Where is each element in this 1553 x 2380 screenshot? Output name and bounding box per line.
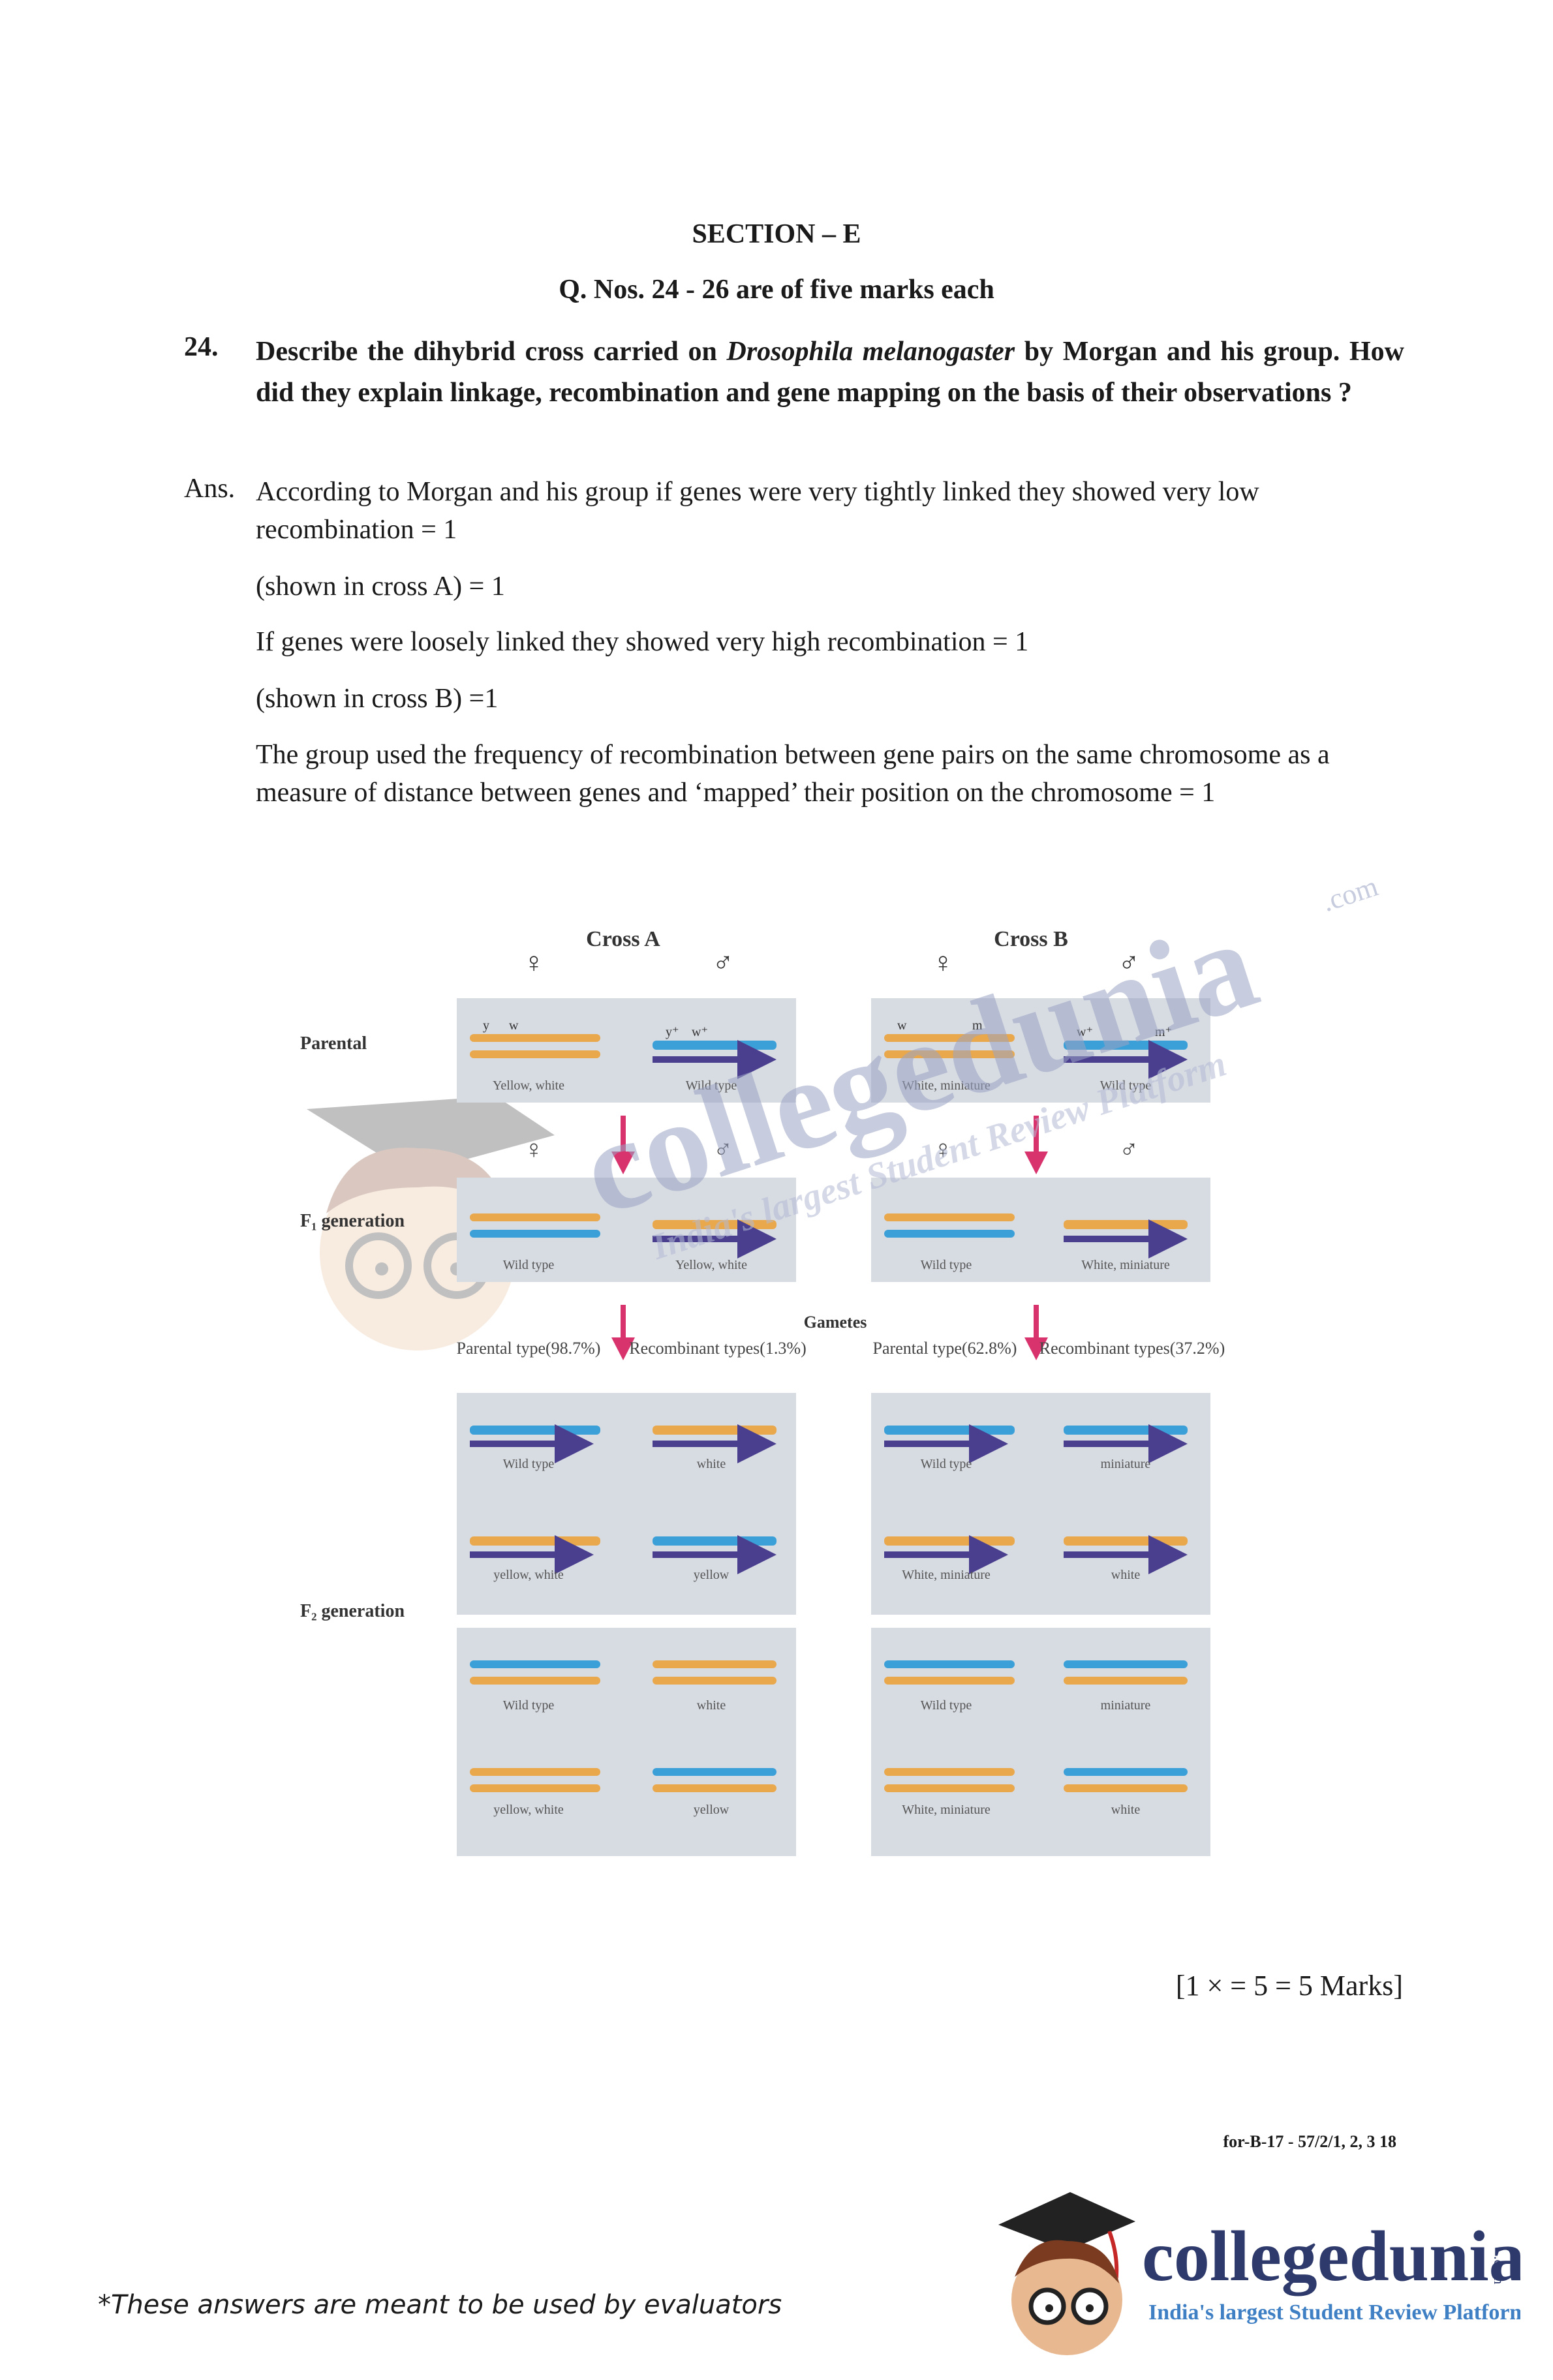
- question-note: Q. Nos. 24 - 26 are of five marks each: [559, 275, 994, 305]
- question-text: Describe the dihybrid cross carried on D…: [256, 331, 1404, 414]
- caption: Wild type: [1100, 1078, 1152, 1093]
- female-symbol: ♀: [932, 947, 954, 979]
- caption: Wild type: [503, 1258, 555, 1272]
- male-symbol: ♂: [713, 947, 734, 979]
- caption: Wild type: [921, 1698, 972, 1713]
- male-symbol: ♂: [1118, 947, 1140, 979]
- caption: Wild type: [503, 1698, 555, 1713]
- row-label-parental: Parental: [300, 1033, 367, 1054]
- marks-note: [1 × = 5 = 5 Marks]: [1175, 1970, 1403, 2002]
- caption: White, miniature: [902, 1803, 991, 1817]
- caption: white: [697, 1457, 726, 1471]
- caption: miniature: [1101, 1698, 1151, 1713]
- caption: Wild type: [503, 1457, 555, 1471]
- footnote: *These answers are meant to be used by e…: [98, 2290, 782, 2320]
- question-text-part1: Describe the dihybrid cross carried on: [256, 337, 727, 367]
- answer-paragraph: According to Morgan and his group if gen…: [256, 477, 1259, 545]
- svg-text:w: w: [509, 1018, 519, 1033]
- svg-text:y: y: [483, 1018, 489, 1033]
- collegedunia-logo: collegedunia .com India's largest Studen…: [998, 2192, 1520, 2355]
- answer-paragraph: (shown in cross B) =1: [256, 684, 499, 714]
- female-symbol: ♀: [524, 1135, 544, 1164]
- row-label-f2: F₂ generation: [300, 1601, 405, 1621]
- answer-paragraph: (shown in cross A) = 1: [256, 572, 505, 602]
- question-text-part2: by Morgan and his group. How did they ex…: [256, 337, 1404, 408]
- answer-paragraph: If genes were loosely linked they showed…: [256, 627, 1029, 657]
- caption: Wild type: [921, 1457, 972, 1471]
- cross-b-parental-type: Parental type(62.8%): [873, 1339, 1017, 1358]
- male-symbol: ♂: [1119, 1135, 1139, 1164]
- caption: White, miniature: [902, 1568, 991, 1582]
- svg-text:m: m: [972, 1018, 983, 1033]
- caption: White, miniature: [1081, 1258, 1170, 1272]
- logo-tagline: India's largest Student Review Platform: [1148, 2300, 1520, 2325]
- answer-label: Ans.: [184, 474, 236, 504]
- row-label-f1: F₁ generation: [300, 1211, 405, 1231]
- arrows-pink: [611, 1116, 1048, 1360]
- collegedunia-watermark: collegedunia .com India's largest Studen…: [566, 870, 1382, 1268]
- caption: white: [1111, 1568, 1141, 1582]
- female-symbol: ♀: [933, 1135, 953, 1164]
- watermark-com: .com: [1318, 870, 1382, 918]
- male-symbol: ♂: [713, 1135, 733, 1164]
- female-symbol: ♀: [523, 947, 545, 979]
- caption: white: [697, 1698, 726, 1713]
- caption: yellow, white: [493, 1568, 564, 1582]
- caption: White, miniature: [902, 1078, 991, 1093]
- svg-text:w: w: [897, 1018, 907, 1033]
- svg-text:w⁺: w⁺: [1077, 1025, 1093, 1039]
- logo-brand: collegedunia: [1142, 2216, 1520, 2296]
- section-title: SECTION – E: [692, 219, 861, 249]
- graduation-cap-icon: [998, 2192, 1135, 2251]
- caption: Wild type: [686, 1078, 737, 1093]
- caption: yellow: [694, 1568, 730, 1582]
- caption: yellow: [694, 1803, 730, 1817]
- cross-a-recombinant-type: Recombinant types(1.3%): [629, 1339, 807, 1358]
- cross-a-parental-type: Parental type(98.7%): [457, 1339, 601, 1358]
- question-number: 24.: [184, 332, 219, 362]
- caption: Yellow, white: [493, 1078, 564, 1093]
- chromosome-bars: [470, 1034, 1188, 1792]
- caption: Yellow, white: [675, 1258, 747, 1272]
- svg-text:w⁺: w⁺: [692, 1025, 708, 1039]
- cross-b-recombinant-type: Recombinant types(37.2%): [1039, 1339, 1225, 1358]
- dihybrid-cross-figure: Cross A Cross B ♀ ♂ ♀ ♂ Parental F₁ gene…: [300, 927, 1225, 1856]
- page-code: for-B-17 - 57/2/1, 2, 3 18: [1223, 2132, 1397, 2151]
- svg-text:y⁺: y⁺: [666, 1025, 679, 1039]
- answer-paragraph: The group used the frequency of recombin…: [256, 740, 1330, 808]
- question-species: Drosophila melanogaster: [726, 337, 1015, 367]
- caption: miniature: [1101, 1457, 1151, 1471]
- caption: yellow, white: [493, 1803, 564, 1817]
- logo-com: .com: [1491, 2256, 1507, 2284]
- gene-letters: y w y⁺ w⁺ w m w⁺ m⁺: [483, 1018, 1172, 1039]
- cross-a-title: Cross A: [586, 927, 660, 951]
- svg-text:m⁺: m⁺: [1155, 1025, 1172, 1039]
- cross-b-title: Cross B: [994, 927, 1068, 951]
- caption: Wild type: [921, 1258, 972, 1272]
- gametes-label: Gametes: [804, 1313, 867, 1332]
- caption: white: [1111, 1803, 1141, 1817]
